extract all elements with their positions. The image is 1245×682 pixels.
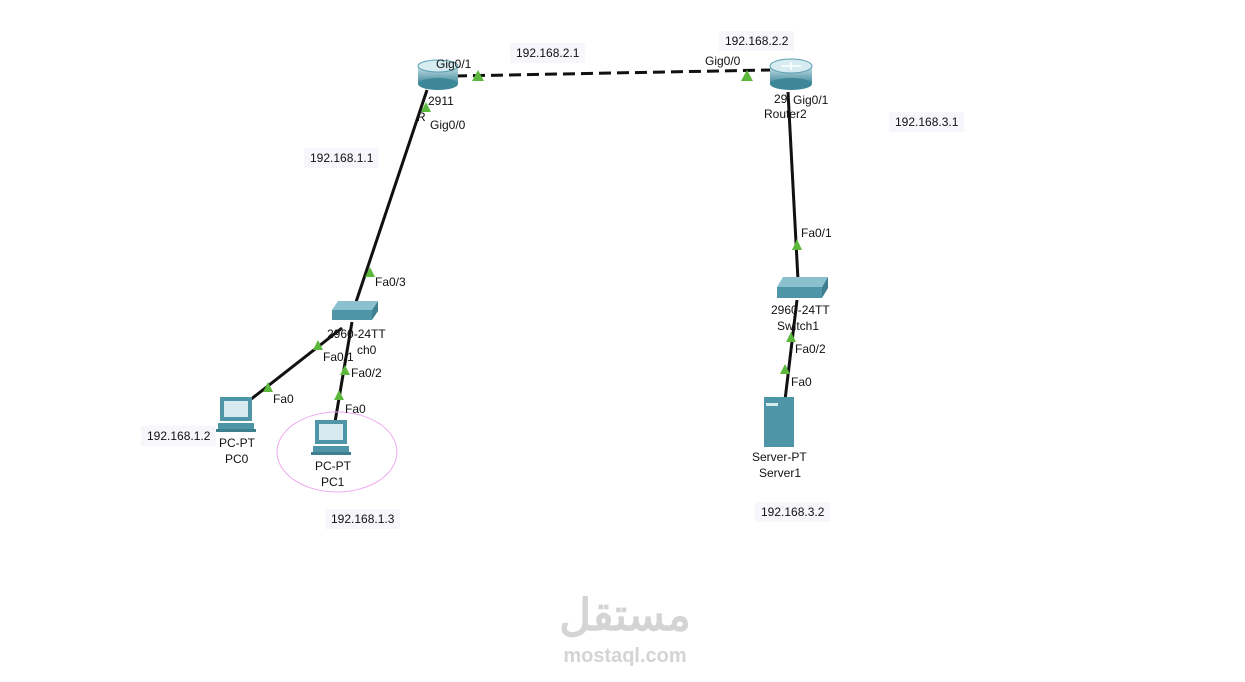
ip-note[interactable]: 192.168.2.2 bbox=[719, 31, 795, 51]
switch1-model: 2960-24TT bbox=[771, 303, 830, 317]
router2-name: Router2 bbox=[764, 107, 807, 121]
link-status-indicators bbox=[263, 70, 802, 400]
router2-port-gig00: Gig0/0 bbox=[705, 54, 741, 68]
router0-port-gig01: Gig0/1 bbox=[436, 57, 472, 71]
server1-port: Fa0 bbox=[791, 375, 812, 389]
link-router0-router2[interactable] bbox=[454, 68, 771, 78]
switch0-icon[interactable] bbox=[332, 301, 378, 320]
switch0-port-fa03: Fa0/3 bbox=[375, 275, 406, 289]
ip-note[interactable]: 192.168.1.3 bbox=[325, 509, 401, 529]
pc1-port: Fa0 bbox=[345, 402, 366, 416]
router2-port-gig01: Gig0/1 bbox=[793, 93, 829, 107]
pc1-icon[interactable] bbox=[311, 420, 351, 455]
ip-note[interactable]: 192.168.3.2 bbox=[755, 502, 831, 522]
ip-note[interactable]: 192.168.2.1 bbox=[510, 43, 586, 63]
router2-model: 29 bbox=[774, 92, 788, 106]
watermark-arabic: مستقل bbox=[559, 591, 691, 640]
server1-name: Server1 bbox=[759, 466, 802, 480]
router0-port-gig00: Gig0/0 bbox=[430, 118, 466, 132]
switch0-name: ch0 bbox=[357, 343, 377, 357]
router0-model: 2911 bbox=[428, 94, 454, 108]
switch1-port-fa02: Fa0/2 bbox=[795, 342, 826, 356]
link-switch1-server1[interactable] bbox=[783, 299, 799, 401]
ip-note[interactable]: 192.168.3.1 bbox=[889, 112, 965, 132]
switch0-model: 2960-24TT bbox=[327, 327, 386, 341]
server1-icon[interactable] bbox=[764, 397, 794, 447]
switch1-port-fa01: Fa0/1 bbox=[801, 226, 832, 240]
server1-model: Server-PT bbox=[752, 450, 807, 464]
ip-note[interactable]: 192.168.1.2 bbox=[141, 426, 217, 446]
router0-name: R bbox=[417, 110, 426, 124]
router0-icon[interactable] bbox=[417, 59, 459, 90]
pc0-port: Fa0 bbox=[273, 392, 294, 406]
pc1-name: PC1 bbox=[321, 475, 345, 489]
ip-note[interactable]: 192.168.1.1 bbox=[304, 148, 380, 168]
pc1-selection-ellipse bbox=[276, 411, 398, 493]
watermark-latin: mostaql.com bbox=[563, 645, 687, 667]
pc0-name: PC0 bbox=[225, 452, 249, 466]
switch0-port-fa02: Fa0/2 bbox=[351, 366, 382, 380]
switch1-name: Switch1 bbox=[777, 319, 820, 333]
router2-icon[interactable] bbox=[769, 58, 813, 90]
pc0-model: PC-PT bbox=[219, 436, 255, 450]
link-router0-switch0[interactable] bbox=[353, 89, 429, 306]
pc0-icon[interactable] bbox=[216, 397, 256, 432]
switch1-icon[interactable] bbox=[777, 277, 828, 298]
pc1-model: PC-PT bbox=[315, 459, 351, 473]
switch0-port-fa01: Fa0/1 bbox=[323, 350, 354, 364]
